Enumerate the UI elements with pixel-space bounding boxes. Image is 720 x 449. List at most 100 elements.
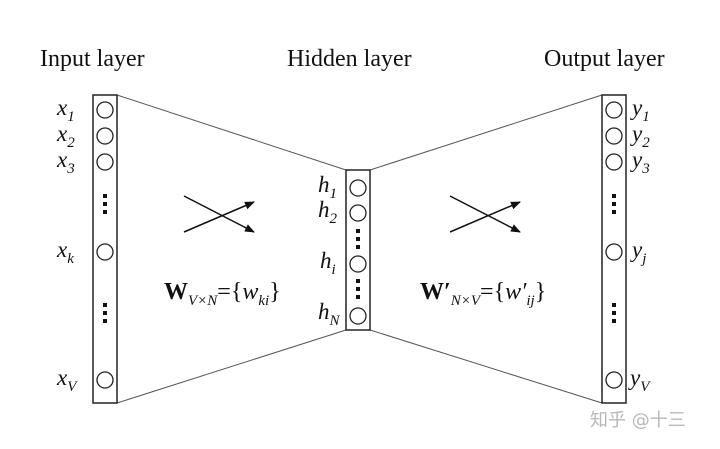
connector-input-top xyxy=(116,94,347,171)
connector-output-top xyxy=(369,94,603,171)
weight-symbol: W′ xyxy=(420,279,451,305)
input-label-xk: xk xyxy=(57,238,74,267)
label-subscript: 3 xyxy=(67,161,75,177)
label-subscript: V xyxy=(640,379,650,395)
label-subscript: 2 xyxy=(642,135,650,151)
label-base: h xyxy=(318,299,330,324)
label-subscript: 2 xyxy=(329,211,338,227)
watermark: 知乎 @十三 xyxy=(590,410,686,431)
input-node xyxy=(96,101,114,119)
weight-dimension: V×N xyxy=(188,293,218,309)
ellipsis-dot xyxy=(612,311,616,315)
label-base: y xyxy=(632,121,643,146)
input-node xyxy=(96,371,114,389)
weight-element-index: ki xyxy=(258,293,270,309)
ellipsis-dot xyxy=(356,287,360,291)
label-base: x xyxy=(57,365,68,390)
ellipsis-dot xyxy=(103,202,107,206)
ellipsis-dot xyxy=(356,237,360,241)
ellipsis-dot xyxy=(103,194,107,198)
ellipsis-dot xyxy=(103,319,107,323)
output-label-y3: y3 xyxy=(632,148,650,177)
label-subscript: 2 xyxy=(67,135,75,151)
label-base: y xyxy=(632,237,643,262)
ellipsis-dot xyxy=(612,202,616,206)
hidden-layer-box xyxy=(345,169,371,331)
output-label-yj: yj xyxy=(632,238,646,267)
output-node xyxy=(605,243,623,261)
connector-output-bottom xyxy=(369,329,603,404)
input-node xyxy=(96,153,114,171)
ellipsis-dot xyxy=(612,303,616,307)
label-base: x xyxy=(57,147,68,172)
output-label-yV: yV xyxy=(630,366,649,395)
output-node xyxy=(605,371,623,389)
weight-equals: ={ xyxy=(217,279,243,305)
crossing-arrows-right xyxy=(449,195,521,233)
output-label-y2: y2 xyxy=(632,122,650,151)
ellipsis-dot xyxy=(612,194,616,198)
weight-element: w xyxy=(242,279,259,305)
weight-matrix-hidden-output: W′N×V={w′ij} xyxy=(420,280,546,309)
label-subscript: 1 xyxy=(67,109,75,125)
arrow-left-down xyxy=(183,195,255,233)
hidden-label-hi: hi xyxy=(320,249,336,278)
label-base: x xyxy=(57,237,68,262)
crossing-arrows-left xyxy=(183,195,255,233)
hidden-label-h1: h1 xyxy=(318,173,337,202)
label-base: y xyxy=(632,95,643,120)
weight-element-index: ij xyxy=(526,293,535,309)
weight-element: w′ xyxy=(505,279,527,305)
hidden-layer-title: Hidden layer xyxy=(287,46,412,72)
ellipsis-dot xyxy=(356,229,360,233)
input-label-xV: xV xyxy=(57,366,76,395)
input-node xyxy=(96,243,114,261)
input-label-x3: x3 xyxy=(57,148,75,177)
weight-close-brace: } xyxy=(269,279,281,305)
arrow-right-down xyxy=(449,195,521,233)
label-base: h xyxy=(320,248,332,273)
label-subscript: 3 xyxy=(642,161,650,177)
ellipsis-dot xyxy=(356,279,360,283)
label-subscript: i xyxy=(331,262,336,278)
label-subscript: j xyxy=(642,251,647,267)
ellipsis-dot xyxy=(103,210,107,214)
output-node xyxy=(605,153,623,171)
hidden-node xyxy=(349,255,367,273)
label-subscript: 1 xyxy=(642,109,650,125)
weight-matrix-input-hidden: WV×N={wki} xyxy=(164,280,281,309)
weight-dimension: N×V xyxy=(450,293,481,309)
ellipsis-dot xyxy=(612,210,616,214)
label-subscript: 1 xyxy=(329,186,338,202)
label-subscript: V xyxy=(67,379,77,395)
weight-symbol: W xyxy=(164,279,188,305)
label-base: h xyxy=(318,172,330,197)
output-node xyxy=(605,101,623,119)
ellipsis-dot xyxy=(356,245,360,249)
arrow-left-up xyxy=(183,201,255,233)
label-base: y xyxy=(632,147,643,172)
weight-equals: ={ xyxy=(480,279,506,305)
weight-close-brace: } xyxy=(534,279,547,305)
output-node xyxy=(605,127,623,145)
hidden-node xyxy=(349,179,367,197)
ellipsis-dot xyxy=(612,319,616,323)
hidden-label-h2: h2 xyxy=(318,198,337,227)
connector-input-bottom xyxy=(116,329,347,404)
ellipsis-dot xyxy=(103,303,107,307)
input-label-x2: x2 xyxy=(57,122,75,151)
ellipsis-dot xyxy=(103,311,107,315)
output-layer-title: Output layer xyxy=(544,46,665,72)
input-node xyxy=(96,127,114,145)
label-base: x xyxy=(57,95,68,120)
input-layer-title: Input layer xyxy=(40,46,145,72)
arrow-right-up xyxy=(449,201,521,233)
input-label-x1: x1 xyxy=(57,96,75,125)
label-subscript: k xyxy=(67,251,74,267)
ellipsis-dot xyxy=(356,295,360,299)
hidden-node xyxy=(349,307,367,325)
label-subscript: N xyxy=(329,313,340,329)
hidden-node xyxy=(349,204,367,222)
label-base: x xyxy=(57,121,68,146)
